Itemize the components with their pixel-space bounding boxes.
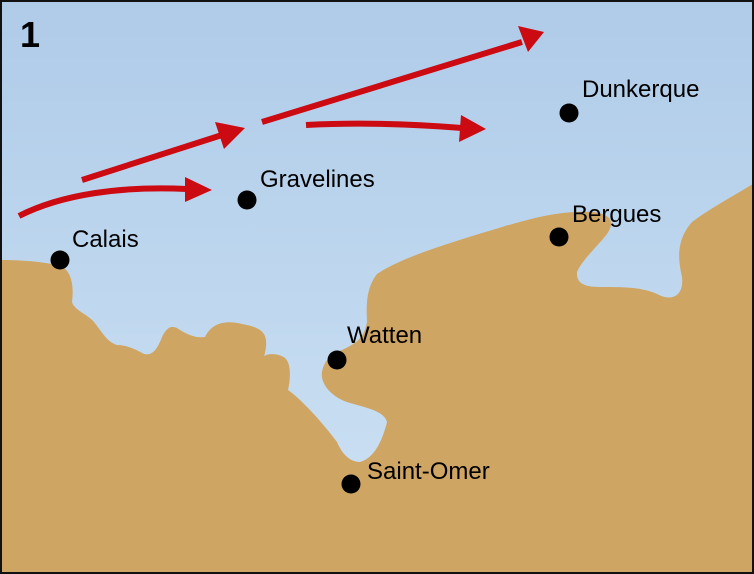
arrow-1-shaft bbox=[17, 185, 188, 219]
arrow-3-shaft bbox=[261, 39, 523, 125]
city-dot-bergues bbox=[549, 227, 569, 247]
arrow-4-shaft bbox=[305, 120, 463, 131]
arrow-2-head bbox=[215, 122, 245, 149]
city-dot-saint-omer bbox=[341, 474, 361, 494]
city-dot-gravelines bbox=[237, 190, 257, 210]
arrow-4-head bbox=[459, 115, 486, 142]
panel-number: 1 bbox=[20, 14, 41, 55]
city-dot-dunkerque bbox=[559, 103, 579, 123]
land-mass bbox=[2, 184, 752, 572]
arrowheads bbox=[185, 26, 544, 202]
city-dot-calais bbox=[50, 250, 70, 270]
arrow-1-head bbox=[185, 177, 212, 202]
city-label-gravelines: Gravelines bbox=[260, 166, 375, 193]
arrow-3-head bbox=[518, 26, 544, 52]
city-label-bergues: Bergues bbox=[572, 201, 662, 228]
city-dot-watten bbox=[327, 350, 347, 370]
arrows bbox=[17, 39, 523, 219]
city-label-calais: Calais bbox=[72, 226, 139, 253]
arrow-2-shaft bbox=[81, 132, 223, 183]
city-label-saint-omer: Saint-Omer bbox=[367, 458, 490, 485]
city-label-watten: Watten bbox=[347, 322, 423, 349]
city-label-dunkerque: Dunkerque bbox=[582, 76, 700, 103]
